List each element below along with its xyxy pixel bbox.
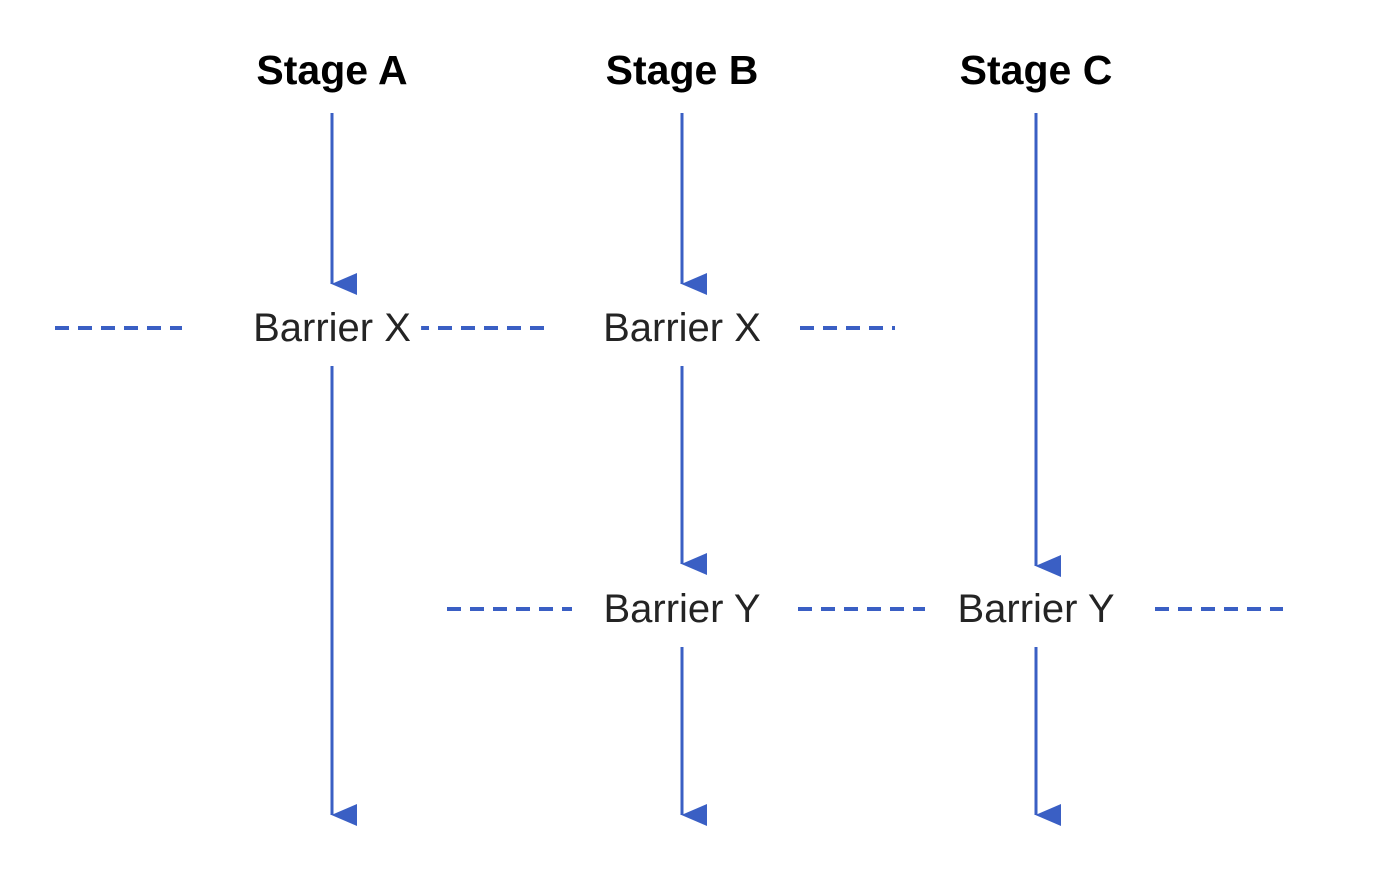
stage-label-c: Stage C (959, 47, 1113, 93)
stage-label-b: Stage B (605, 47, 759, 93)
barrier-node-x-col-a: Barrier X (243, 308, 421, 348)
dashed-connectors-group (55, 326, 1283, 611)
barrier-node-y-col-b: Barrier Y (593, 589, 771, 629)
barrier-node-x-col-b: Barrier X (593, 308, 771, 348)
stage-label-a: Stage A (256, 47, 408, 93)
arrows-group (330, 113, 1062, 827)
barrier-node-y-col-c: Barrier Y (947, 589, 1125, 629)
